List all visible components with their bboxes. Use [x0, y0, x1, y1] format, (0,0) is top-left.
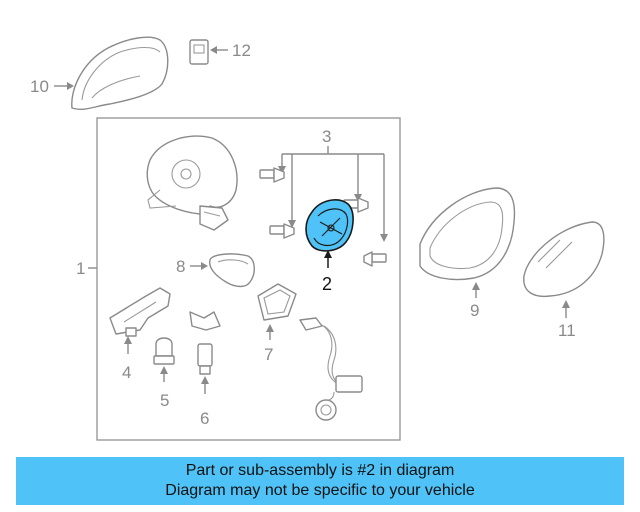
callout-4: 4 — [122, 336, 132, 382]
callout-4-label: 4 — [122, 363, 131, 382]
parts-diagram: 10 12 1 3 — [30, 36, 605, 441]
banner-line-2: Diagram may not be specific to your vehi… — [165, 482, 475, 499]
callout-9: 9 — [470, 282, 480, 320]
part-3-screws[interactable] — [259, 167, 387, 267]
part-5-socket[interactable] — [153, 337, 175, 365]
callout-5: 5 — [160, 366, 169, 410]
part-12-clip[interactable] — [189, 39, 209, 65]
part-9-mirror-frame[interactable] — [419, 187, 516, 281]
part-4-bracket[interactable] — [109, 287, 171, 337]
part-11-mirror-cover[interactable] — [71, 36, 169, 111]
callout-7-label: 7 — [264, 345, 273, 364]
part-8-lens[interactable] — [209, 253, 255, 288]
callout-7: 7 — [264, 324, 274, 364]
callout-3-label: 3 — [322, 127, 331, 146]
wire-harness[interactable] — [299, 317, 363, 421]
assembly-box — [96, 117, 401, 441]
callout-10-label: 11 — [558, 321, 576, 340]
callout-1: 1 — [76, 259, 97, 278]
callout-5-label: 5 — [160, 391, 169, 410]
callout-1-label: 1 — [76, 259, 85, 278]
callout-6: 6 — [200, 376, 209, 428]
mirror-base-assembly[interactable] — [146, 135, 238, 231]
callout-2: 2 — [322, 250, 332, 294]
callout-3: 3 — [278, 127, 388, 242]
callout-12-label: 12 — [232, 41, 251, 60]
part-10-mirror-glass[interactable] — [523, 221, 605, 298]
callout-6-label: 6 — [200, 409, 209, 428]
part-2-mirror-motor[interactable] — [305, 199, 354, 252]
callout-8: 8 — [176, 257, 208, 276]
callout-11-label: 10 — [30, 77, 49, 96]
callout-8-label: 8 — [176, 257, 185, 276]
callout-2-label: 2 — [322, 274, 332, 294]
banner-line-1: Part or sub-assembly is #2 in diagram — [185, 462, 455, 479]
callout-12: 12 — [210, 41, 251, 60]
part-7-gasket[interactable] — [257, 283, 297, 321]
part-6-connector[interactable] — [189, 311, 221, 375]
callout-10: 11 — [558, 300, 576, 340]
callout-11: 10 — [30, 77, 74, 96]
info-banner: Part or sub-assembly is #2 in diagram Di… — [16, 457, 624, 505]
callout-9-label: 9 — [470, 301, 479, 320]
